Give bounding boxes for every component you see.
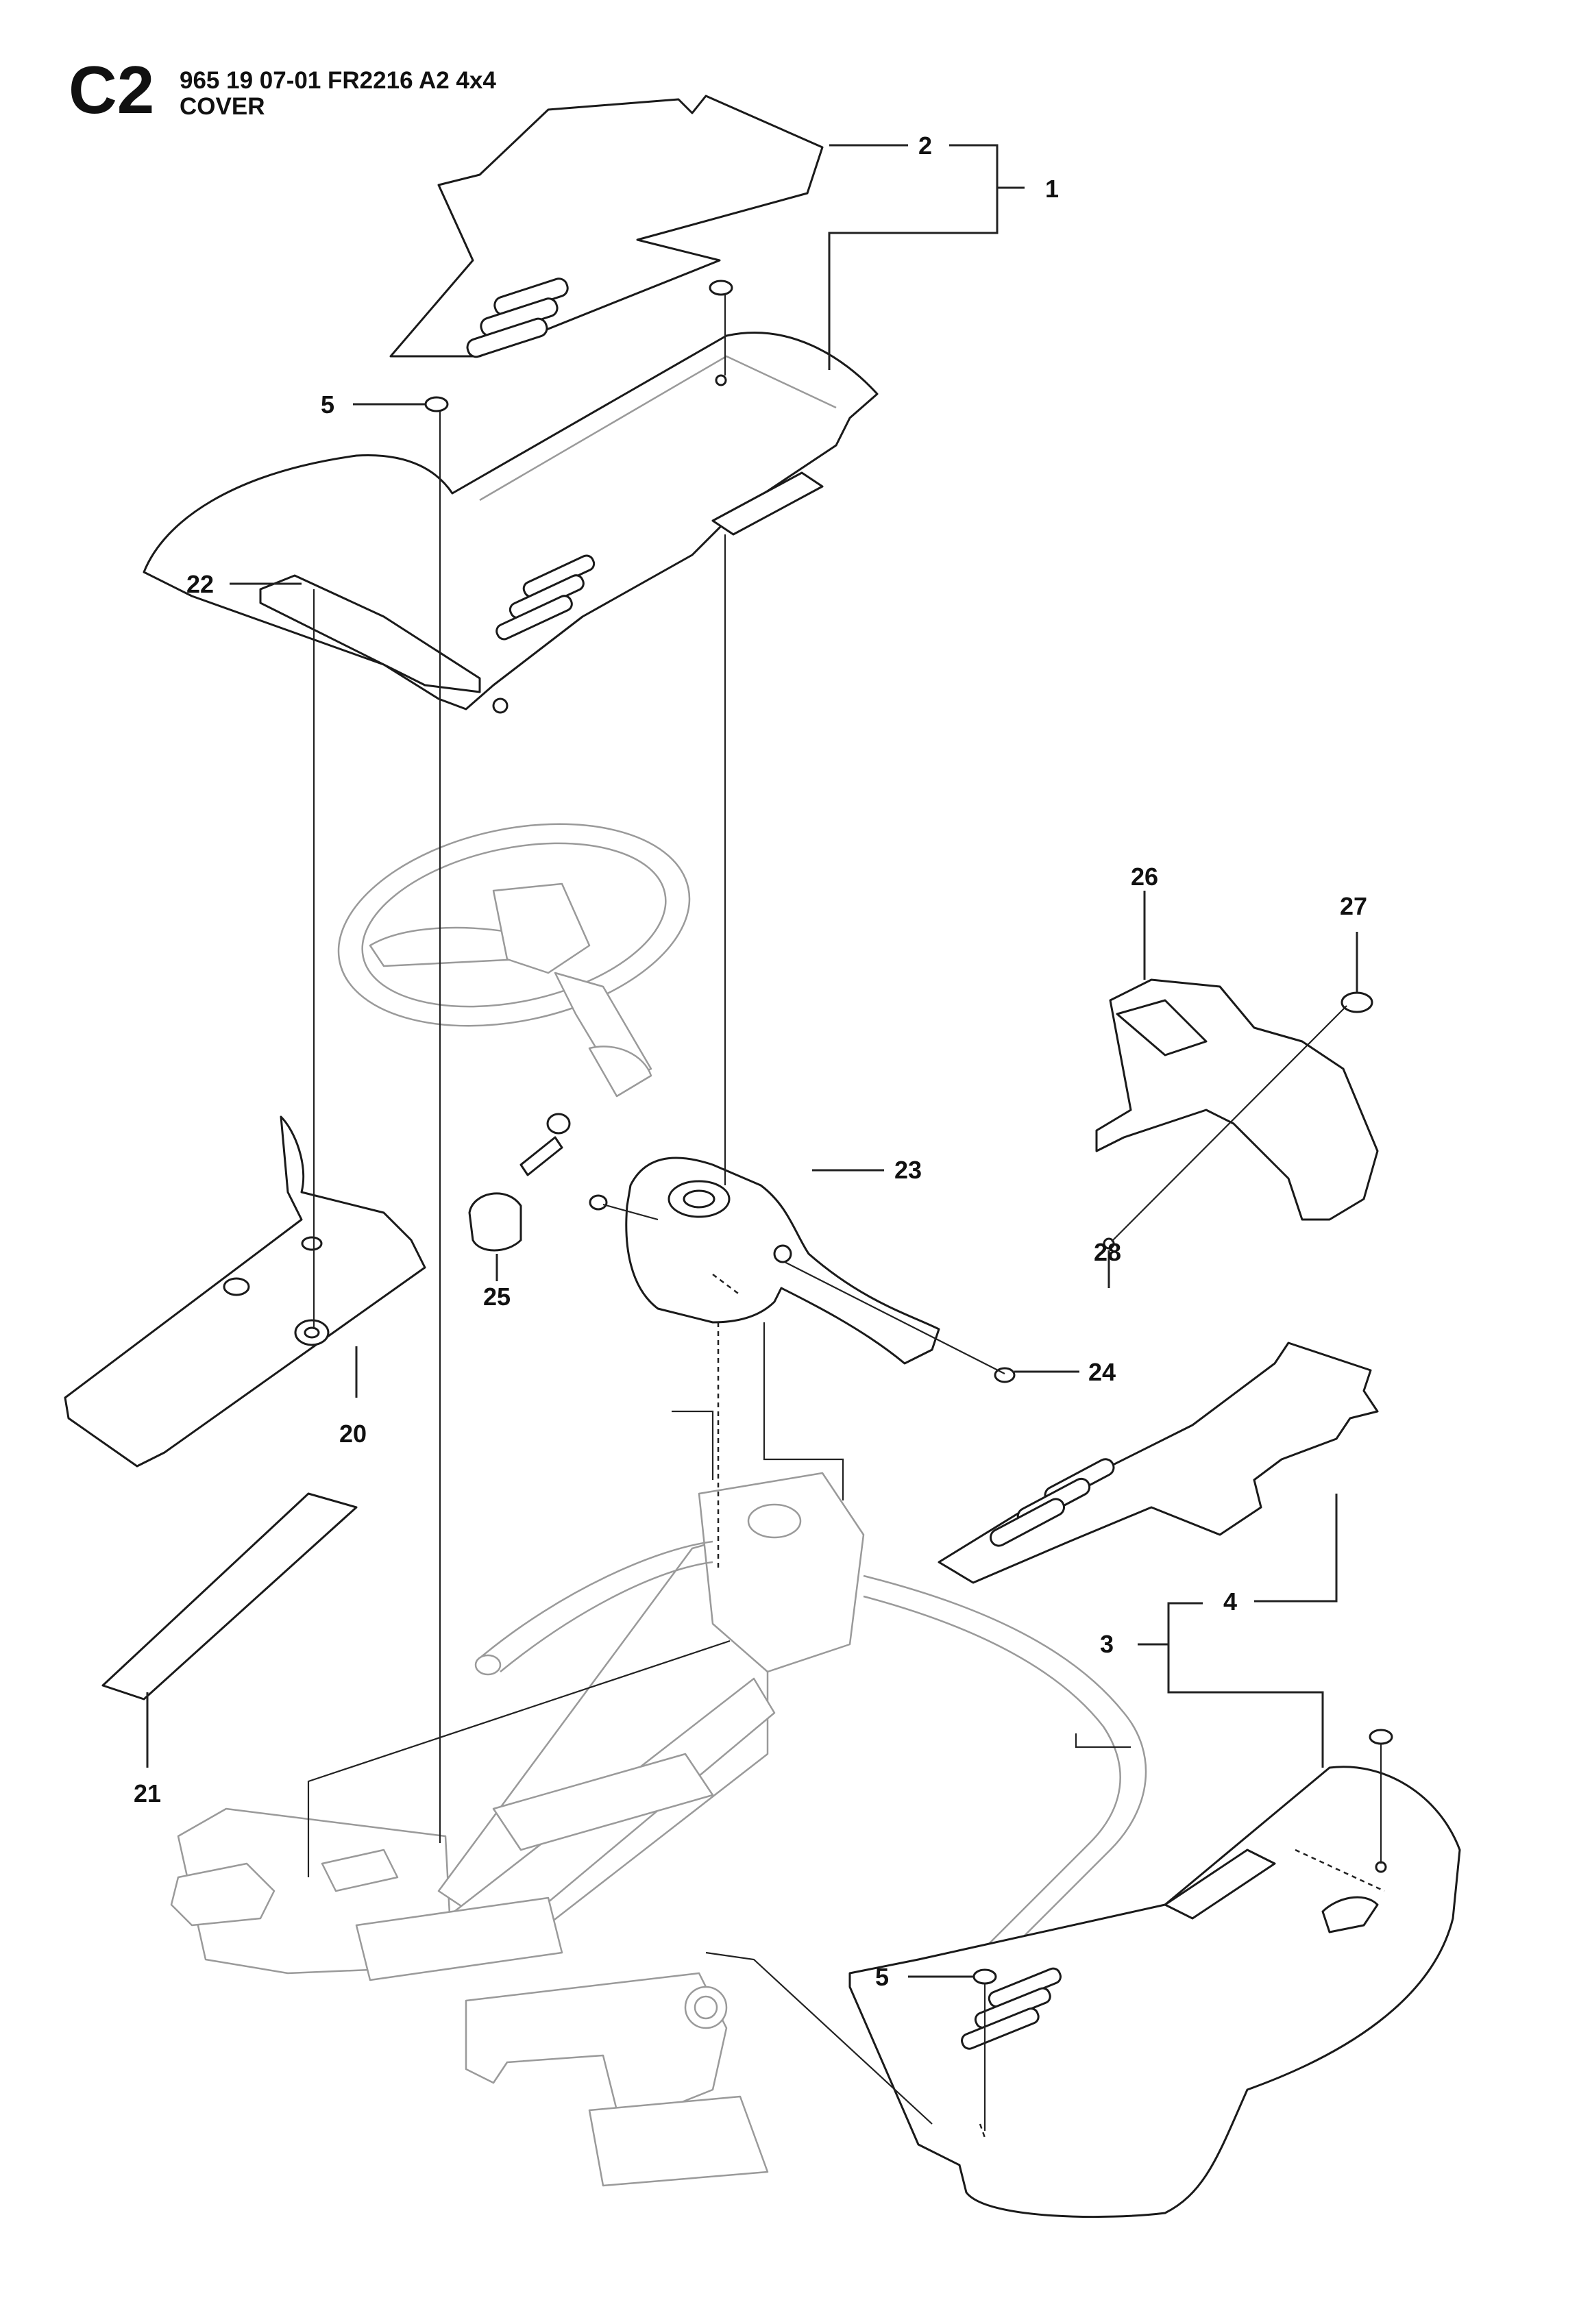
part-23-column-cover — [589, 1157, 1016, 1383]
callout-24: 24 — [1088, 1358, 1116, 1386]
callout-20: 20 — [339, 1420, 367, 1448]
callout-22: 22 — [186, 570, 215, 598]
part-2-top-mat — [389, 95, 824, 358]
callout-5-top: 5 — [321, 391, 335, 419]
part-20-side-panel — [64, 1115, 426, 1468]
part-25-cap — [468, 1113, 571, 1252]
part-1-upper-cover — [143, 332, 879, 714]
part-26-side-cover — [1095, 978, 1379, 1250]
callout-2: 2 — [918, 132, 933, 160]
callout-4: 4 — [1223, 1587, 1238, 1616]
callout-26: 26 — [1131, 863, 1159, 891]
callout-25: 25 — [483, 1283, 511, 1311]
part-4-lower-mat — [938, 1342, 1379, 1584]
part-21-strip — [101, 1492, 358, 1701]
leader-lines — [146, 144, 1385, 2138]
section-code: C2 — [69, 52, 155, 127]
callout-27: 27 — [1340, 892, 1368, 920]
callout-1: 1 — [1045, 175, 1060, 203]
frame-chassis — [170, 1472, 1147, 2187]
steering-wheel — [337, 823, 691, 1098]
model-number: 965 19 07-01 FR2216 A2 4x4 — [180, 67, 496, 94]
callout-3: 3 — [1100, 1630, 1114, 1658]
callout-28: 28 — [1094, 1238, 1122, 1266]
part-3-lower-cover — [848, 1729, 1461, 2218]
callout-21: 21 — [134, 1779, 162, 1807]
callout-23: 23 — [894, 1156, 922, 1184]
callout-5-bottom: 5 — [875, 1963, 890, 1991]
section-title: COVER — [180, 93, 265, 120]
screw-icon — [424, 280, 733, 412]
